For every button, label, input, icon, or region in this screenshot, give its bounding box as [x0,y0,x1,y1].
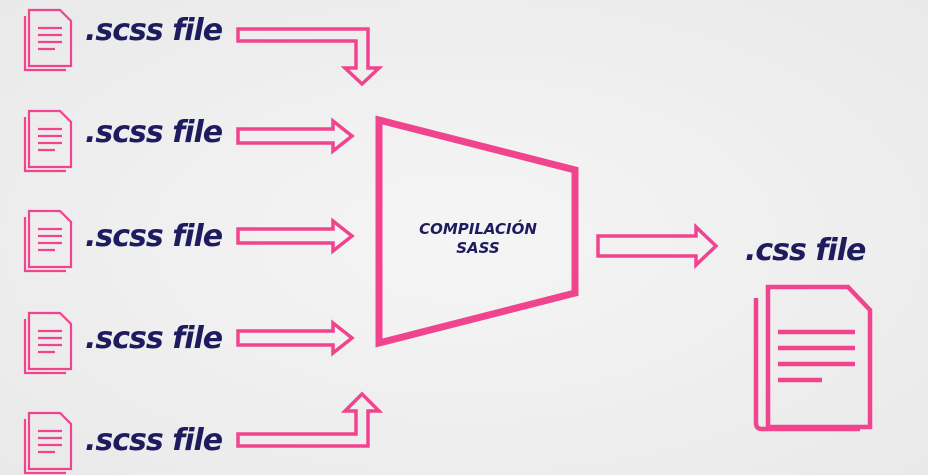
elbow-arrow-down [236,27,384,87]
right-arrow [236,117,355,155]
input-file-label: .scss file [85,321,223,356]
input-file-label: .scss file [85,423,223,458]
compilation-label: COMPILACIÓN SASS [378,220,578,258]
document-icon [23,209,73,273]
elbow-arrow-up [236,391,384,448]
document-icon [23,109,73,173]
document-icon [23,411,73,475]
stacked-documents-icon [753,284,873,432]
compilation-funnel [375,115,579,348]
compilation-label-line2: SASS [456,239,500,257]
document-icon [23,311,73,375]
output-file-label: .css file [745,233,866,268]
output-arrow [596,222,719,270]
input-file-label: .scss file [85,115,223,150]
right-arrow [236,217,355,255]
right-arrow [236,319,355,357]
input-file-label: .scss file [85,13,223,48]
input-file-label: .scss file [85,219,223,254]
compilation-label-line1: COMPILACIÓN [419,220,537,238]
document-icon [23,8,73,72]
